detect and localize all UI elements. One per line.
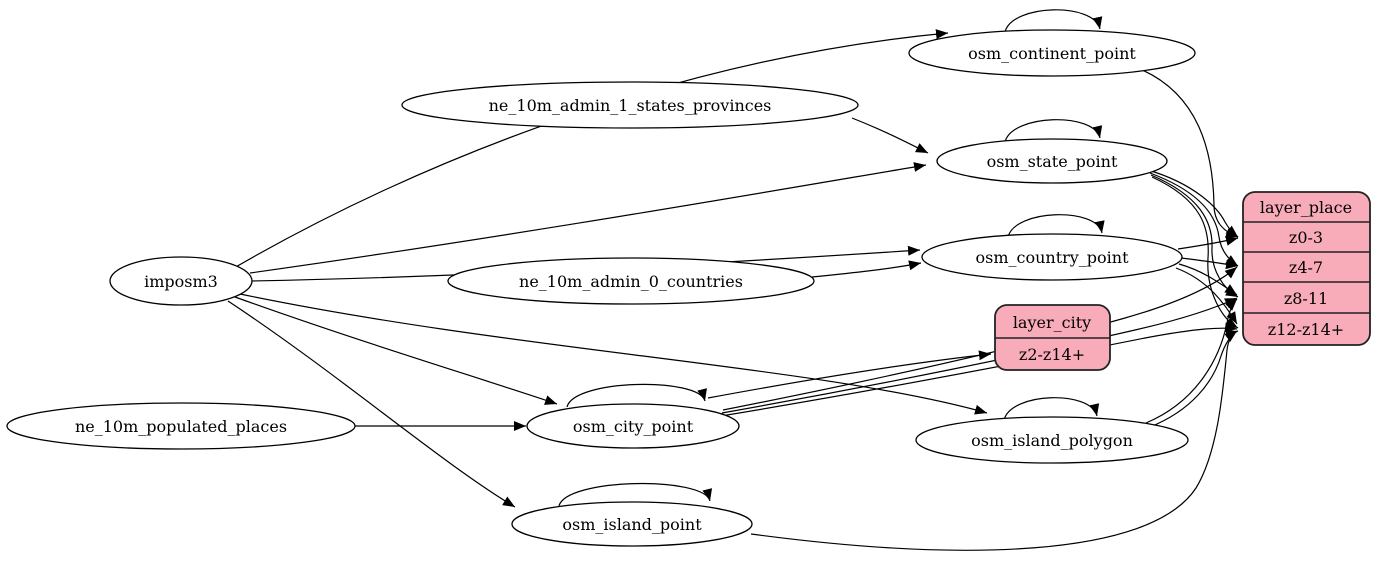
node-osm_state_point: osm_state_point	[936, 138, 1168, 184]
node-layer_place-shape	[1242, 191, 1371, 346]
edge-osm_city_point-layer_city-z2-z14	[707, 350, 992, 399]
layer_place-row-z4-7: z4-7	[1289, 258, 1323, 277]
node-osm_continent_point-shape	[908, 29, 1196, 77]
layer_place-row-z0-3: z0-3	[1289, 228, 1323, 247]
node-osm_country_point: osm_country_point	[921, 233, 1183, 281]
edge-ne_10m_admin_1_states_provinces-osm_state_point	[851, 117, 929, 154]
node-ne_10m_admin_1_states_provinces-shape	[401, 81, 859, 129]
node-osm_state_point-label: osm_state_point	[987, 152, 1118, 171]
node-osm_island_polygon: osm_island_polygon	[915, 416, 1189, 464]
node-ne_10m_admin_0_countries-label: ne_10m_admin_0_countries	[519, 272, 743, 291]
node-ne_10m_populated_places: ne_10m_populated_places	[6, 402, 356, 450]
edge-osm_state_point-layer_place-z4-7	[1149, 172, 1239, 267]
node-layer_city: layer_city z2-z14+	[994, 304, 1111, 371]
edge-self-osm_continent_point	[1004, 9, 1103, 33]
node-osm_continent_point-label: osm_continent_point	[968, 44, 1136, 63]
layer_city-row-z2-z14: z2-z14+	[1019, 345, 1085, 364]
node-ne_10m_admin_0_countries: ne_10m_admin_0_countries	[447, 257, 815, 305]
node-osm_island_point: osm_island_point	[511, 501, 753, 547]
edge-osm_island_point-layer_place-z12-z14	[750, 330, 1239, 551]
edge-imposm3-osm_continent_point	[233, 29, 949, 269]
edge-osm_city_point-layer_place-z12-z14	[720, 322, 1238, 417]
node-osm_city_point-shape	[526, 403, 740, 449]
edge-self-osm_country_point	[1007, 214, 1105, 238]
node-imposm3: imposm3	[109, 256, 253, 306]
node-osm_island_point-shape	[511, 501, 753, 547]
edge-osm_state_point-layer_place-z12-z14	[1151, 176, 1239, 329]
node-osm_island_polygon-shape	[915, 416, 1189, 464]
node-ne_10m_admin_1_states_provinces: ne_10m_admin_1_states_provinces	[401, 81, 859, 129]
edge-osm_country_point-layer_place-z8-11	[1178, 263, 1238, 296]
edge-osm_country_point-layer_place-z4-7	[1180, 257, 1239, 270]
node-layer_place-title: layer_place	[1260, 198, 1352, 217]
node-ne_10m_admin_0_countries-shape	[447, 257, 815, 305]
node-osm_country_point-shape	[921, 233, 1183, 281]
node-imposm3-shape	[109, 256, 253, 306]
node-osm_city_point-label: osm_city_point	[573, 417, 694, 436]
edge-osm_island_polygon-layer_place-z8-11	[1145, 298, 1238, 424]
node-osm_country_point-label: osm_country_point	[975, 248, 1129, 267]
edge-osm_country_point-layer_place-z12-z14	[1175, 267, 1238, 325]
edge-imposm3-osm_city_point	[234, 296, 558, 405]
node-ne_10m_populated_places-shape	[6, 402, 356, 450]
edge-self-osm_island_point	[558, 483, 712, 507]
edge-imposm3-osm_state_point	[249, 162, 927, 274]
edge-imposm3-osm_island_point	[227, 300, 516, 508]
layer_place-row-z8-11: z8-11	[1284, 289, 1328, 308]
node-osm_state_point-shape	[936, 138, 1168, 184]
node-layer_city-title: layer_city	[1013, 313, 1091, 332]
edge-imposm3-osm_island_polygon	[239, 293, 988, 415]
node-osm_city_point: osm_city_point	[526, 403, 740, 449]
edge-self-osm_city_point	[566, 383, 707, 408]
node-osm_continent_point: osm_continent_point	[908, 29, 1196, 77]
edge-osm_continent_point-layer_place-z0-3	[1139, 68, 1239, 238]
node-ne_10m_populated_places-label: ne_10m_populated_places	[75, 417, 287, 436]
node-osm_island_point-label: osm_island_point	[562, 515, 702, 534]
edge-ne_10m_admin_0_countries-osm_country_point	[811, 260, 922, 278]
edge-self-osm_island_polygon	[1003, 397, 1100, 421]
edge-osm_country_point-layer_place-z0-3	[1177, 236, 1239, 250]
edges	[227, 9, 1239, 551]
node-imposm3-label: imposm3	[144, 272, 218, 291]
node-osm_island_polygon-label: osm_island_polygon	[971, 431, 1133, 450]
node-ne_10m_admin_1_states_provinces-label: ne_10m_admin_1_states_provinces	[489, 96, 772, 115]
edge-osm_state_point-layer_place-z8-11	[1150, 174, 1239, 298]
node-layer_place: layer_place z0-3 z4-7 z8-11 z12-z14+	[1242, 191, 1371, 346]
edge-osm_state_point-layer_place-z0-3	[1147, 169, 1239, 238]
edge-self-osm_state_point	[1004, 119, 1103, 143]
layer_place-row-z12-z14: z12-z14+	[1268, 320, 1344, 339]
